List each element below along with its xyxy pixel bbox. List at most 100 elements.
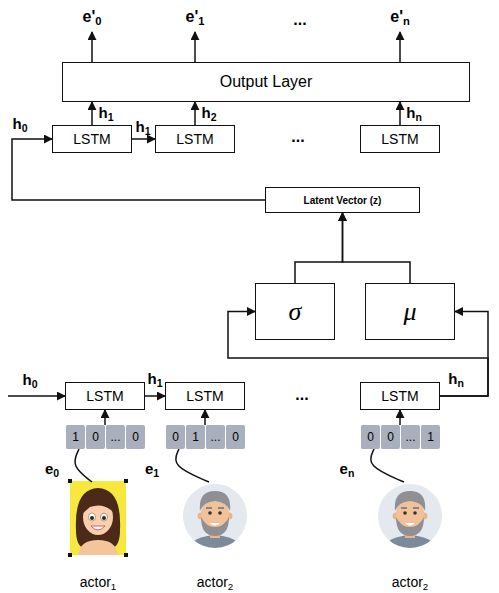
subscript: 1 bbox=[153, 467, 159, 479]
vector-cell: ... bbox=[205, 425, 225, 449]
flow-arrow bbox=[295, 213, 343, 283]
embedding-label: e1 bbox=[145, 460, 159, 477]
vector-cell: 1 bbox=[420, 425, 440, 449]
decoder-lstm-box: LSTM bbox=[360, 125, 440, 153]
node-text: LSTM bbox=[176, 131, 213, 147]
free-label: h0 bbox=[22, 371, 37, 388]
hidden-state-label: hn bbox=[406, 104, 422, 121]
output-arrow bbox=[194, 32, 196, 62]
output-arrow bbox=[399, 32, 401, 62]
vector-cell: 0 bbox=[85, 425, 105, 449]
hidden-state-label: h1 bbox=[135, 118, 150, 135]
encoder-lstm-box: LSTM bbox=[360, 382, 440, 410]
node-text: actor2 bbox=[197, 574, 234, 590]
vector-cell: 1 bbox=[185, 425, 205, 449]
node-text: LSTM bbox=[73, 131, 110, 147]
embedding-link bbox=[371, 449, 404, 482]
encoder-lstm-box: LSTM bbox=[65, 382, 145, 410]
actor-avatar bbox=[182, 483, 248, 556]
embedding-label: e0 bbox=[45, 460, 59, 477]
subscript: 2 bbox=[423, 581, 428, 592]
flow-arrow bbox=[194, 102, 196, 125]
output-arrow bbox=[91, 32, 93, 62]
subscript: 0 bbox=[95, 15, 101, 27]
avatar-hair bbox=[76, 488, 120, 548]
subscript: 0 bbox=[22, 122, 28, 134]
flow-arrow bbox=[399, 102, 401, 125]
flow-arrow bbox=[204, 410, 206, 425]
node-text: σ bbox=[289, 297, 302, 327]
vector-cell: 0 bbox=[380, 425, 400, 449]
free-label: ... bbox=[293, 11, 306, 29]
node-text: LSTM bbox=[86, 388, 123, 404]
subscript: 1 bbox=[145, 125, 151, 137]
flow-arrow bbox=[91, 102, 93, 125]
node-text: LSTM bbox=[186, 388, 223, 404]
avatar-background bbox=[70, 481, 126, 555]
subscript: 2 bbox=[228, 581, 233, 592]
avatar-mouth bbox=[91, 526, 105, 530]
node-text: LSTM bbox=[381, 131, 418, 147]
avatar-eye bbox=[101, 513, 108, 521]
input-state-arrow bbox=[8, 395, 65, 397]
subscript: 2 bbox=[211, 111, 217, 123]
subscript: n bbox=[457, 377, 463, 389]
subscript: n bbox=[415, 111, 421, 123]
flow-arrow bbox=[343, 213, 411, 283]
hidden-state-label: h0 bbox=[12, 115, 27, 132]
decoder-lstm-box: LSTM bbox=[52, 125, 132, 153]
sigma-box: σ bbox=[255, 283, 335, 340]
one-hot-vector: 00...1 bbox=[360, 425, 440, 449]
avatar-shoulders bbox=[78, 540, 118, 555]
actor-avatar bbox=[377, 483, 443, 556]
subscript: 1 bbox=[108, 111, 114, 123]
subscript: 1 bbox=[198, 15, 204, 27]
subscript: 1 bbox=[157, 377, 163, 389]
node-text: Latent Vector (z) bbox=[304, 195, 382, 206]
avatar-pupil bbox=[90, 516, 94, 520]
output-label: e'1 bbox=[186, 8, 205, 26]
mu-box: μ bbox=[365, 283, 455, 340]
embedding-link bbox=[176, 449, 209, 482]
avatar-fringe bbox=[82, 494, 114, 514]
vector-cell: ... bbox=[400, 425, 420, 449]
hidden-state-label: h1 bbox=[98, 104, 113, 121]
output-label: e'0 bbox=[83, 8, 102, 26]
output-layer-box: Output Layer bbox=[62, 62, 470, 102]
subscript: n bbox=[403, 15, 410, 27]
subscript: n bbox=[348, 467, 354, 479]
flow-arrow bbox=[399, 410, 401, 425]
free-label: ... bbox=[295, 386, 308, 404]
subscript: 1 bbox=[111, 581, 116, 592]
vector-cell: 0 bbox=[360, 425, 380, 449]
node-text: Output Layer bbox=[220, 73, 313, 91]
one-hot-vector: 10...0 bbox=[65, 425, 145, 449]
actor-node: actor2 bbox=[175, 478, 255, 590]
selection-handle bbox=[68, 479, 72, 483]
vector-cell: 0 bbox=[225, 425, 245, 449]
vector-cell: 0 bbox=[125, 425, 145, 449]
decoder-lstm-box: LSTM bbox=[155, 125, 235, 153]
vector-cell: ... bbox=[105, 425, 125, 449]
node-text: actor1 bbox=[80, 574, 117, 590]
node-text: actor2 bbox=[392, 574, 429, 590]
embedding-link bbox=[75, 449, 92, 482]
actor-node: actor1 bbox=[58, 478, 138, 590]
node-text: LSTM bbox=[381, 388, 418, 404]
encoder-lstm-box: LSTM bbox=[165, 382, 245, 410]
actor-node: actor2 bbox=[370, 478, 450, 590]
actor-avatar bbox=[68, 479, 128, 557]
hidden-state-label: h2 bbox=[201, 104, 216, 121]
avatar-eye bbox=[89, 513, 96, 521]
output-label: e'n bbox=[390, 8, 410, 26]
embedding-label: en bbox=[340, 460, 355, 477]
vector-cell: 1 bbox=[65, 425, 85, 449]
free-label: ... bbox=[291, 128, 304, 146]
hidden-state-label: hn bbox=[448, 370, 464, 387]
subscript: 0 bbox=[53, 467, 59, 479]
latent-vector-box: Latent Vector (z) bbox=[265, 187, 420, 213]
flow-arrow bbox=[104, 410, 106, 425]
flow-arrow bbox=[132, 138, 155, 140]
one-hot-vector: 01...0 bbox=[165, 425, 245, 449]
selection-handle bbox=[124, 479, 128, 483]
